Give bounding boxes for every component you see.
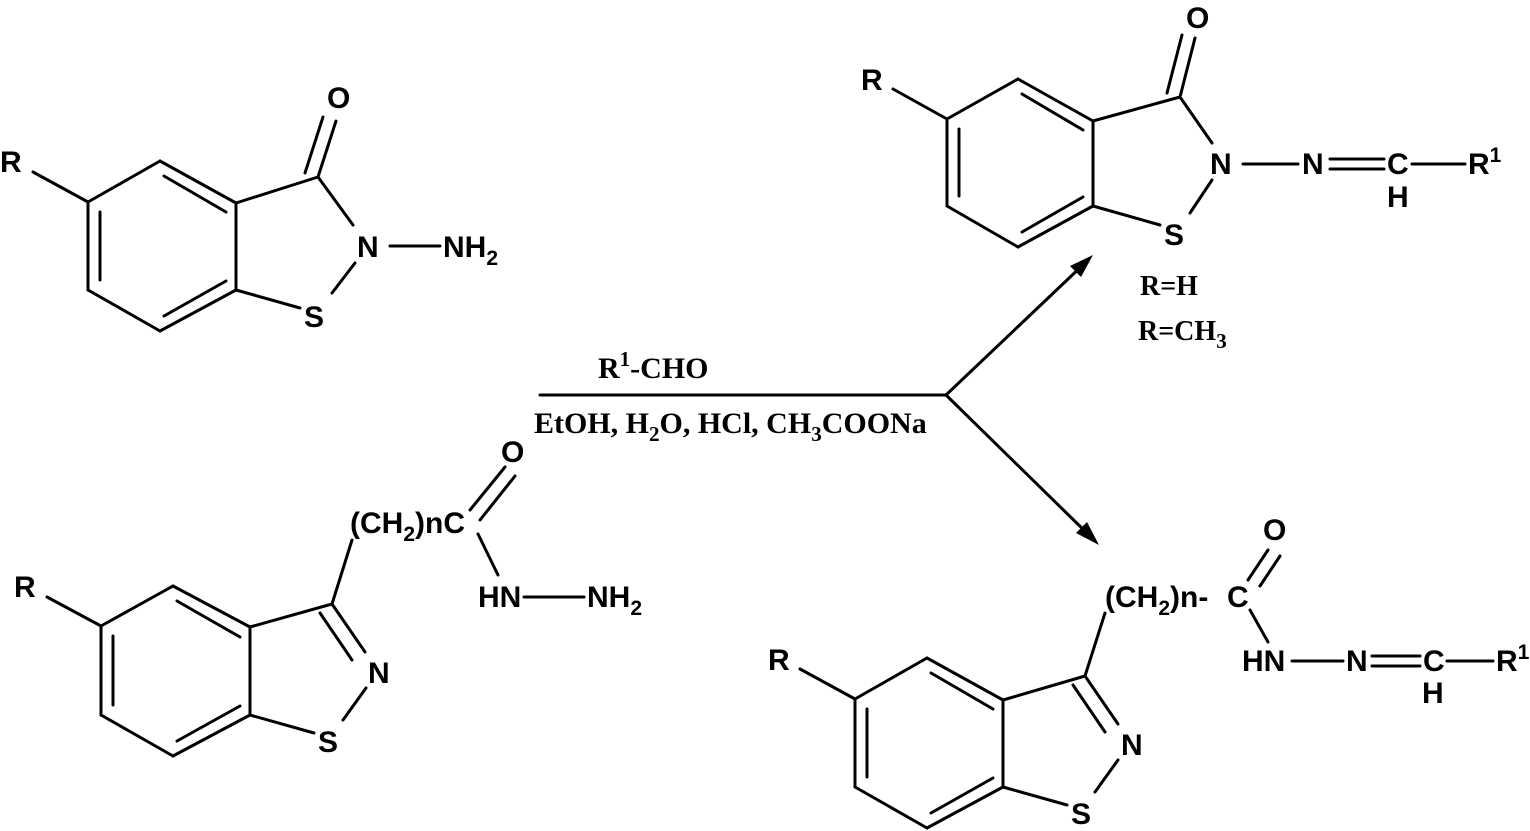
solvent-conditions: EtOH, H2O, HCl, CH3COONa: [534, 407, 927, 446]
product-2-r1-group: R1: [1496, 641, 1530, 678]
product-1-sulfur: S: [1164, 219, 1184, 252]
reactant-2-alkyl-chain: (CH2)nC: [350, 507, 465, 546]
reactant-1-nh-subscript: 2: [486, 247, 498, 270]
product-2-nc-text: )n-: [1170, 581, 1208, 614]
product-2-carbonyl-carbon: C: [1227, 581, 1249, 614]
conditions-h2o-subscript: 2: [649, 422, 660, 446]
product-1-imine-hydrogen: H: [1387, 181, 1409, 214]
product-1-r-label: R: [861, 64, 883, 97]
product-1-bonds: [891, 33, 1467, 249]
product-2-hydrazide-nh: HN: [1242, 645, 1285, 678]
reactant-benzisothiazole-hydrazide: R O (CH2)nC HN NH2 N S: [14, 436, 642, 759]
product-imino-benzisothiazolone: R O N N C H R1 S: [861, 2, 1502, 252]
reactant-1-bonds: [31, 115, 442, 333]
arrow-head-product-1: [1070, 255, 1093, 277]
reactant-2-r-label: R: [14, 571, 36, 604]
product-1-imine-carbon: C: [1387, 148, 1409, 181]
product-1-imine-nitrogen: N: [1302, 148, 1324, 181]
r-definition-methyl-text: R=CH: [1138, 316, 1216, 347]
reaction-arrows: [538, 255, 1099, 545]
product-2-sulfur: S: [1071, 798, 1091, 831]
arrow-to-product-1: [944, 260, 1088, 397]
conditions-line2-b: O, HCl, CH: [660, 407, 812, 440]
reactant-2-hydrazide-nh: HN: [478, 581, 521, 614]
reactant-1-nitrogen: N: [357, 231, 379, 264]
arrow-to-product-2: [944, 393, 1094, 540]
reactant-2-nh-subscript: 2: [630, 597, 642, 620]
reactant-aminobenzisothiazolone: R O N NH2 S: [0, 82, 498, 334]
product-2-ch-subscript: 2: [1158, 597, 1170, 620]
reactant-1-amino-group: NH2: [443, 231, 498, 270]
product-2-imine-hydrogen: H: [1422, 677, 1444, 710]
reactant-1-nh-text: NH: [443, 231, 486, 264]
conditions-ch3-subscript: 3: [811, 422, 822, 446]
r-definition-hydrogen: R=H: [1140, 271, 1198, 302]
product-2-oxygen: O: [1263, 514, 1286, 547]
reactant-2-bonds: [45, 465, 586, 758]
r-definition-methyl-subscript: 3: [1216, 329, 1227, 353]
reagent-r-text: R: [598, 352, 620, 385]
product-2-r-label: R: [768, 644, 790, 677]
product-benzisothiazole-hydrazone: R O (CH2)n- C HN N C H R1 N S: [768, 514, 1530, 831]
reactant-2-oxygen: O: [501, 436, 524, 469]
reactant-2-nc-text: )nC: [415, 507, 465, 540]
reactant-1-oxygen: O: [327, 82, 350, 115]
r-group-definitions: R=H R=CH3: [1138, 271, 1227, 353]
product-2-alkyl-chain: (CH2)n-: [1105, 581, 1208, 620]
reactant-2-amino-group: NH2: [587, 581, 642, 620]
reactant-2-ch-text: (CH: [350, 507, 403, 540]
product-2-nitrogen: N: [1121, 729, 1143, 762]
product-2-hydrazone-nitrogen: N: [1346, 645, 1368, 678]
product-1-r1-superscript: 1: [1490, 144, 1502, 167]
reactant-2-nh-text: NH: [587, 581, 630, 614]
reagent-aldehyde: R1-CHO: [598, 347, 709, 385]
reagent-cho-text: -CHO: [630, 352, 708, 385]
reactant-2-sulfur: S: [318, 726, 338, 759]
product-1-r1-text: R: [1468, 148, 1490, 181]
conditions-line2-c: COONa: [822, 407, 927, 440]
arrow-head-product-2: [1076, 522, 1099, 545]
reactant-1-r-label: R: [0, 146, 22, 179]
product-1-oxygen: O: [1186, 2, 1209, 35]
reactant-1-sulfur: S: [304, 301, 324, 334]
reactant-2-nitrogen: N: [368, 657, 390, 690]
reactant-2-ch-subscript: 2: [403, 523, 415, 546]
conditions-line2-a: EtOH, H: [534, 407, 649, 440]
reagent-r-superscript: 1: [620, 347, 631, 371]
product-1-r1-group: R1: [1468, 144, 1502, 181]
product-2-imine-carbon: C: [1423, 645, 1445, 678]
reaction-conditions: R1-CHO EtOH, H2O, HCl, CH3COONa: [534, 347, 927, 446]
r-definition-methyl: R=CH3: [1138, 316, 1227, 353]
product-2-r1-superscript: 1: [1518, 641, 1530, 664]
product-2-r1-text: R: [1496, 645, 1518, 678]
product-2-bonds: [798, 548, 1495, 830]
product-2-ch-text: (CH: [1105, 581, 1158, 614]
product-1-ring-nitrogen: N: [1210, 148, 1232, 181]
